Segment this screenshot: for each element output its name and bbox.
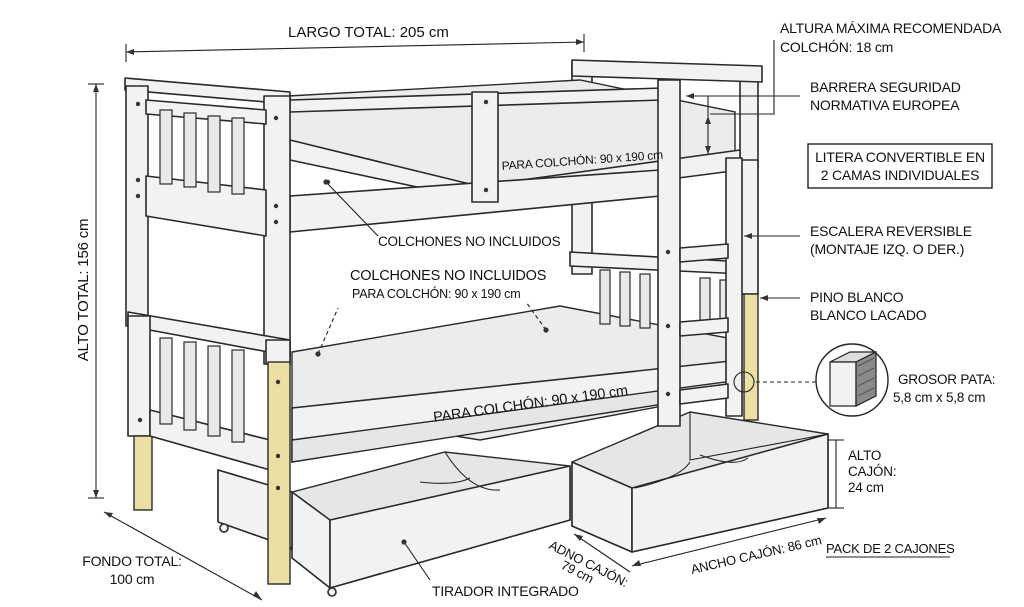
convertible-box bbox=[807, 143, 993, 189]
alto-cajon-label-1: ALTO bbox=[848, 448, 881, 463]
alto-total-label: ALTO TOTAL: 156 cm bbox=[75, 219, 92, 362]
largo-total-label: LARGO TOTAL: 205 cm bbox=[288, 24, 449, 41]
pack-label: PACK DE 2 CAJONES bbox=[826, 541, 955, 556]
grosor-label-2: 5,8 cm x 5,8 cm bbox=[893, 390, 985, 405]
pino-label-1: PINO BLANCO bbox=[810, 289, 904, 305]
colchones-upper-label: COLCHONES NO INCLUIDOS bbox=[378, 234, 561, 249]
tirador-label: TIRADOR INTEGRADO bbox=[432, 583, 579, 599]
fondo-total-label-2: 100 cm bbox=[110, 571, 155, 587]
barrera-label-2: NORMATIVA EUROPEA bbox=[810, 97, 960, 113]
convertible-label-1: LITERA CONVERTIBLE EN bbox=[815, 149, 985, 165]
altura-colchon-label-1: ALTURA MÁXIMA RECOMENDADA bbox=[780, 20, 1002, 36]
fondo-total-label-1: FONDO TOTAL: bbox=[82, 553, 182, 569]
altura-colchon-label-2: COLCHÓN: 18 cm bbox=[780, 39, 893, 55]
colchon-lower-note: PARA COLCHÓN: 90 x 190 cm bbox=[352, 286, 520, 301]
escalera-label-2: (MONTAJE IZQ. O DER.) bbox=[810, 241, 964, 257]
convertible-label-2: 2 CAMAS INDIVIDUALES bbox=[821, 167, 980, 183]
pino-label-2: BLANCO LACADO bbox=[810, 307, 927, 323]
escalera-label-1: ESCALERA REVERSIBLE bbox=[810, 223, 972, 239]
ancho-cajon-label: ANCHO CAJÓN: 86 cm bbox=[689, 532, 823, 577]
leg-section-detail bbox=[815, 343, 889, 417]
alto-cajon-label-2: CAJÓN: bbox=[848, 464, 896, 479]
colchones-lower-label: COLCHONES NO INCLUIDOS bbox=[350, 268, 546, 284]
drawer-left bbox=[217, 451, 571, 597]
alto-cajon-label-3: 24 cm bbox=[848, 480, 884, 495]
bed-frame bbox=[124, 59, 763, 585]
dimension-lines bbox=[88, 34, 844, 601]
drawer-right bbox=[571, 411, 829, 553]
grosor-label-1: GROSOR PATA: bbox=[898, 372, 995, 387]
barrera-label-1: BARRERA SEGURIDAD bbox=[810, 79, 961, 95]
